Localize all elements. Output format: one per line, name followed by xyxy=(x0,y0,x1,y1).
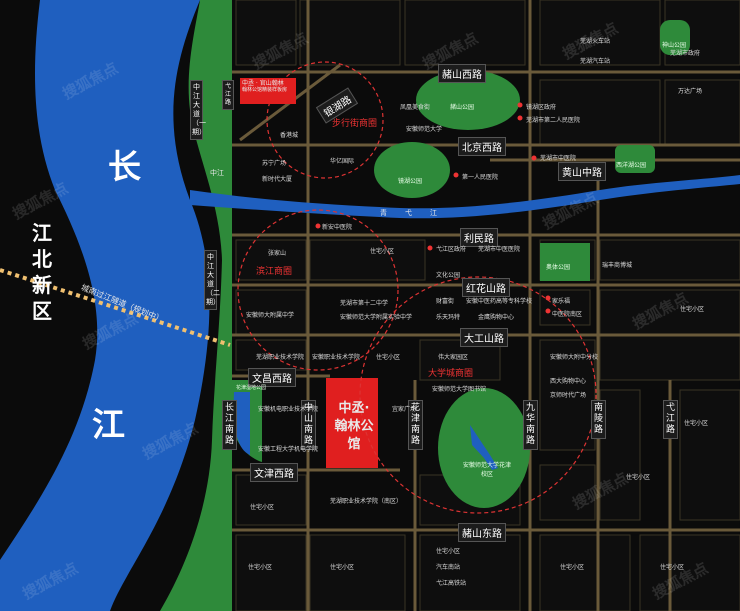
poi-zhongshan-apt: 华亿国际 xyxy=(330,158,355,165)
poi-jinfu: 金鹰购物中心 xyxy=(478,314,515,321)
poi-anshi-univ: 安徽师范大学 xyxy=(406,126,443,133)
sphere-park-label: 奥体公园 xyxy=(546,264,571,271)
road-zhongshan-south: 中山南路 xyxy=(301,400,316,450)
poi-xiangguo: 香港城 xyxy=(280,132,299,139)
qingyi-river-label: 青弋江 xyxy=(380,209,455,217)
road-wenchang-west: 文昌西路 xyxy=(248,368,296,387)
poi-libaishuyuan: 伟大家园区 xyxy=(438,354,469,361)
poi-wanda: 万达广场 xyxy=(678,88,703,95)
xihu-park-label: 西洋湖公园 xyxy=(616,162,647,169)
poi-zhuzhai-6: 住宅小区 xyxy=(250,504,275,511)
poi-wanghu-zy: 芜湖职业技术学院（南区） xyxy=(330,498,403,505)
poi-wuhu-second: 芜湖市第二人民医院 xyxy=(526,117,581,124)
poi-zhangrong: 张家山 xyxy=(268,250,287,257)
poi-anshu-east: 安徽机电职业技术学院 xyxy=(258,406,319,413)
road-honghuashan: 红花山路 xyxy=(462,278,510,297)
road-limin: 利民路 xyxy=(460,228,498,247)
river-char-jiang: 江 xyxy=(92,405,125,444)
poi-zhuzhai-3: 住宅小区 xyxy=(376,354,401,361)
huajin-park-label: 花津湿地公园 xyxy=(236,385,267,391)
poi-zhongxiao: 芜湖职业技术学院 xyxy=(256,354,305,361)
poi-qijiang-gov: 弋江区政府 xyxy=(436,246,467,253)
daxuecheng-circle-label: 大学城商圈 xyxy=(428,369,474,379)
poi-wanghu-hospital: 芜湖市中医医院 xyxy=(478,246,521,253)
road-dagongshan: 大工山路 xyxy=(460,328,508,347)
poi-train-station: 芜湖火车站 xyxy=(580,38,611,45)
poi-xidalu: 西大购物中心 xyxy=(550,378,587,385)
poi-wuhu-gov: 芜湖市政府 xyxy=(670,50,701,57)
road-jishan-east: 赭山东路 xyxy=(458,523,506,542)
poi-letian: 乐天玛特 xyxy=(436,314,461,321)
shenshan-park-label: 神山公园 xyxy=(662,42,687,49)
poi-car-station: 汽车南站 xyxy=(436,564,461,571)
project-tag-title: 中丞 · 官山翰林 xyxy=(242,80,284,87)
road-beijing-west: 北京西路 xyxy=(458,137,506,156)
jishan-park-label: 赭山公园 xyxy=(450,104,475,111)
poi-zhuzhai-7: 住宅小区 xyxy=(248,564,273,571)
poi-new-hospital: 新安中医院 xyxy=(322,224,353,231)
zhongjiang-label: 中江 xyxy=(210,169,224,177)
poi-zhuzhai-8: 住宅小区 xyxy=(330,564,355,571)
road-jishan-west: 赭山西路 xyxy=(438,64,486,83)
binjiang-circle-label: 滨江商圈 xyxy=(256,267,293,277)
project-tag-sub: 翰林公馆精装样板房 xyxy=(242,87,288,93)
buxingjie-circle-label: 步行街商圈 xyxy=(332,119,378,129)
poi-zhongxin: 中医院南区 xyxy=(552,311,583,318)
project-name: 中丞·翰林公馆 xyxy=(334,401,374,452)
poi-jingshi: 京师时代广场 xyxy=(550,392,587,399)
jinghu-park-label: 镜湖公园 xyxy=(398,178,423,185)
road-zhongjiang-avenue-2: 中江大道（二期） xyxy=(204,250,220,310)
road-zhongjiang-avenue: 中江大道（一期） xyxy=(190,80,206,140)
road-huajin-south: 花津南路 xyxy=(408,400,423,450)
poi-caifu: 财富街 xyxy=(436,298,455,305)
poi-jinghu-gov: 镜湖区政府 xyxy=(526,104,557,111)
poi-ailan: 宜家广场 xyxy=(392,406,417,413)
poi-ajzy: 安徽职业技术学院 xyxy=(312,354,361,361)
poi-zhuzhai-9: 住宅小区 xyxy=(436,548,461,555)
poi-xinshidai: 新时代大厦 xyxy=(262,176,293,183)
poi-anshi-high: 安徽师大附属中学 xyxy=(246,312,295,319)
jiangbei-label: 江北新区 xyxy=(32,221,52,323)
poi-zhuzhai-4: 住宅小区 xyxy=(684,420,709,427)
poi-zhuzhai-2: 住宅小区 xyxy=(680,306,705,313)
poi-zhuzhai-11: 住宅小区 xyxy=(660,564,685,571)
poi-first-hospital: 第一人民医院 xyxy=(462,174,499,181)
poi-wenhua-park: 文化公园 xyxy=(436,272,461,279)
poi-zhuzhai-1: 住宅小区 xyxy=(370,248,395,255)
road-nanling: 南陵路 xyxy=(591,400,606,439)
poi-wuhu-zy: 芜湖市中医院 xyxy=(540,155,577,162)
project-tag: 中丞 · 官山翰林 翰林公馆精装样板房 xyxy=(240,78,296,104)
poi-anshi-zhong: 安徽师大附中分校 xyxy=(550,354,599,361)
anshi-huajin-label: 安徽师范大学花津校区 xyxy=(462,462,511,478)
poi-anshi-middle: 安徽中医药高等专科学校 xyxy=(466,298,533,305)
poi-anshi-lib: 安徽师范大学图书馆 xyxy=(432,386,487,393)
river-char-chang: 长 xyxy=(108,147,141,186)
poi-jilin-school: 安徽工程大学机电学院 xyxy=(258,446,319,453)
poi-zhuzhai-5: 住宅小区 xyxy=(626,474,651,481)
poi-fengmingtai: 凤凰美食街 xyxy=(400,104,431,111)
poi-jiale: 家乐福 xyxy=(552,298,571,305)
road-yijiang: 弋江路 xyxy=(222,80,234,110)
poi-zhuzhai-10: 住宅小区 xyxy=(560,564,585,571)
poi-anshi-affil: 安徽师范大学附属实验中学 xyxy=(340,314,413,321)
road-qijin: 弋江路 xyxy=(663,400,678,439)
poi-suning: 苏宁广场 xyxy=(262,160,287,167)
poi-ruifeng: 瑞丰商博城 xyxy=(602,262,633,269)
poi-qi-train: 弋江高铁站 xyxy=(436,580,467,587)
road-wenjin-west: 文津西路 xyxy=(250,463,298,482)
poi-wuhu-car: 芜湖汽车站 xyxy=(580,58,611,65)
road-huangshan-middle: 黄山中路 xyxy=(558,162,606,181)
road-jiuhua-south: 九华南路 xyxy=(523,400,538,450)
road-changjiang-south: 长江南路 xyxy=(222,400,237,450)
poi-no12: 芜湖市第十二中学 xyxy=(340,300,389,307)
